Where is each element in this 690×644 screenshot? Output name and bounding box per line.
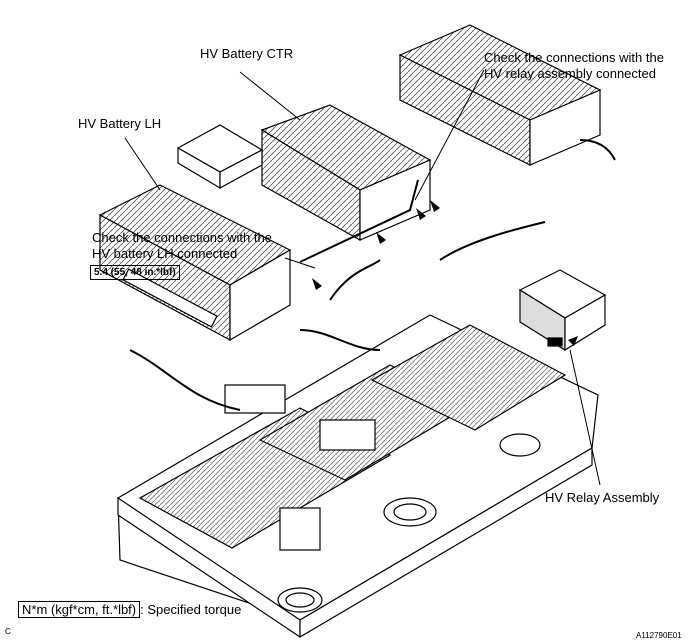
figure-id: A112790E01	[636, 631, 682, 640]
battery-tray	[117, 314, 599, 639]
corner-letter: C	[5, 627, 11, 636]
check-relay-connection-line2: HV relay assembly connected	[484, 66, 656, 81]
battery-lh-module	[98, 184, 292, 342]
battery-ctr-module	[260, 104, 432, 242]
battery-ecu	[176, 124, 264, 190]
hv-relay-assembly-label: HV Relay Assembly	[545, 490, 660, 505]
hv-battery-ctr-label: HV Battery CTR	[200, 46, 294, 61]
battery-rh-module	[398, 24, 602, 166]
legend-torque-unit: N*m (kgf*cm, ft.*lbf)	[18, 601, 141, 618]
legend-description: : Specified torque	[140, 602, 242, 617]
wire-harness	[129, 139, 616, 411]
check-lh-connection-line2: HV battery LH connected	[92, 246, 238, 261]
check-lh-connection-line1: Check the connections with the	[92, 230, 272, 245]
hv-relay-assembly-part	[518, 269, 607, 352]
connection-arrows	[312, 200, 578, 346]
legend: N*m (kgf*cm, ft.*lbf): Specified torque	[18, 601, 242, 618]
leader-lines	[124, 69, 601, 486]
torque-spec-box: 5.4 (55, 48 in.*lbf)	[90, 265, 180, 280]
hv-battery-lh-label: HV Battery LH	[78, 116, 162, 131]
check-relay-connection-line1: Check the connections with the	[484, 50, 664, 65]
